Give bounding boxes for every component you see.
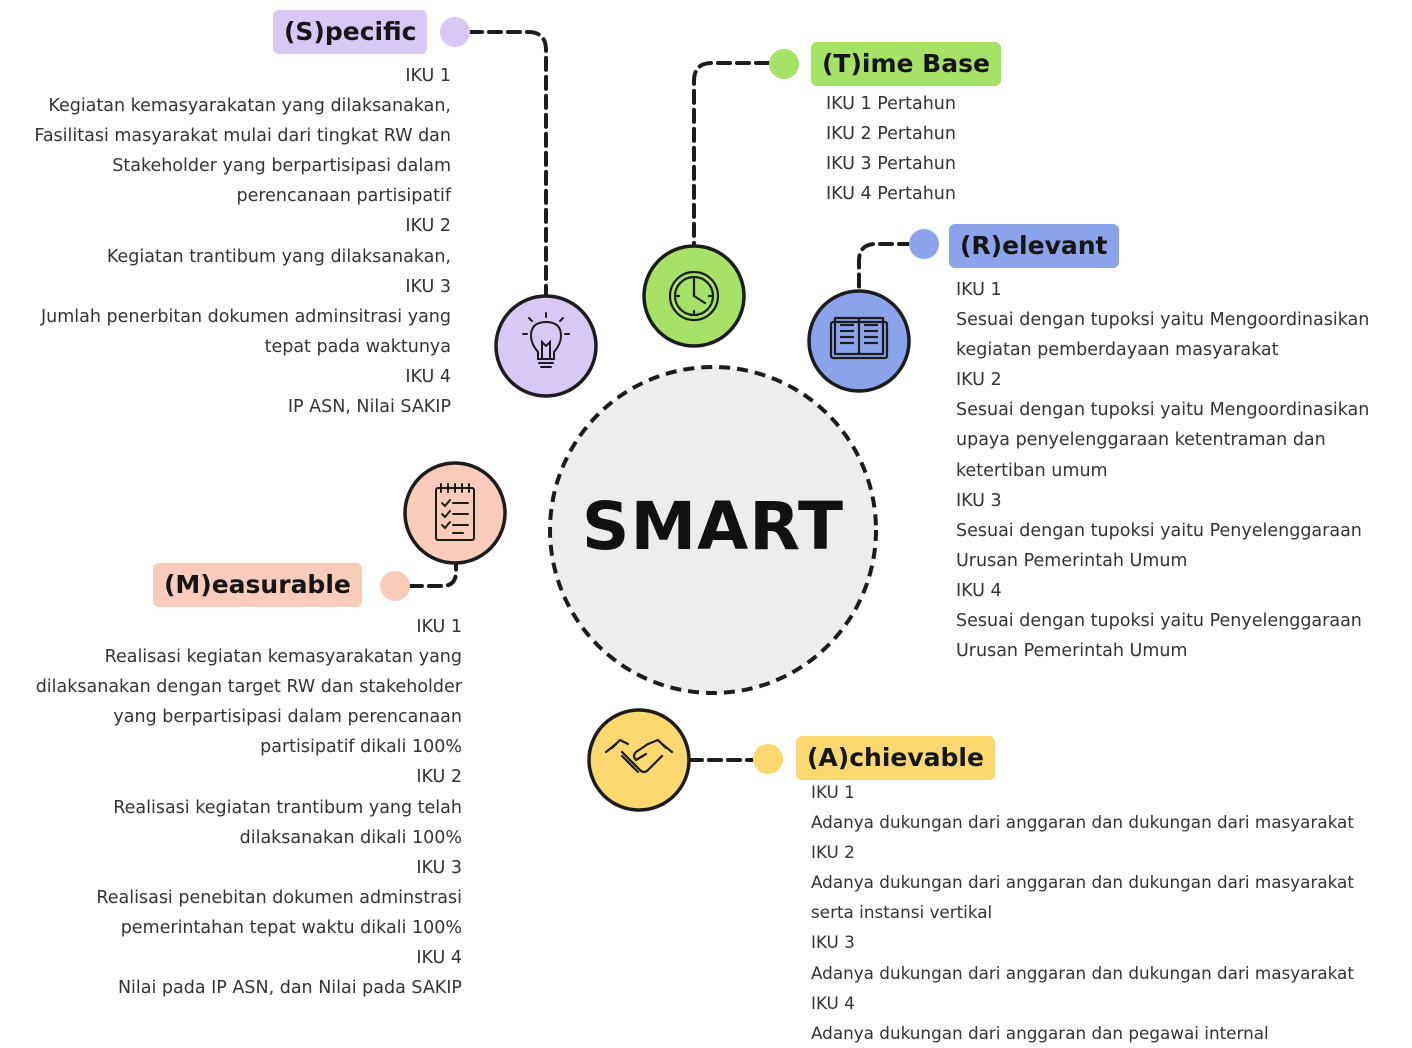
lightbulb-icon [522, 312, 570, 368]
relevant-line: IKU 2 [956, 370, 1002, 391]
dot-specific [440, 17, 470, 47]
achievable-line: IKU 4 [811, 992, 855, 1013]
relevant-line: upaya penyelenggaraan ketentraman dan [956, 430, 1326, 451]
time-line: IKU 4 Pertahun [826, 184, 956, 205]
measurable-text: IKU 1 Realisasi kegiatan kemasyarakatan … [36, 612, 462, 1003]
time-text: IKU 1 Pertahun IKU 2 Pertahun IKU 3 Pert… [826, 89, 956, 209]
specific-text: IKU 1 Kegiatan kemasyarakatan yang dilak… [34, 61, 451, 422]
achievable-line: IKU 3 [811, 932, 855, 953]
dot-achievable [753, 744, 783, 774]
specific-line: Jumlah penerbitan dokumen adminsitrasi y… [40, 306, 451, 327]
relevant-line: Sesuai dengan tupoksi yaitu Penyelenggar… [956, 520, 1362, 541]
specific-line: Kegiatan kemasyarakatan yang dilaksanaka… [48, 96, 451, 117]
checklist-icon [435, 483, 475, 541]
specific-line: IKU 4 [405, 366, 451, 387]
achievable-line: IKU 2 [811, 842, 855, 863]
specific-line: IKU 1 [405, 66, 451, 86]
measurable-line: Realisasi penebitan dokumen adminstrasi [96, 887, 462, 908]
specific-line: tepat pada waktunya [264, 336, 451, 357]
achievable-line: serta instansi vertikal [811, 902, 993, 923]
center-title: SMART [581, 488, 845, 565]
relevant-line: Urusan Pemerintah Umum [956, 641, 1188, 662]
relevant-line: ketertiban umum [956, 460, 1108, 481]
measurable-line: yang berpartisipasi dalam perencanaan [113, 707, 462, 728]
specific-line: Fasilitasi masyarakat mulai dari tingkat… [34, 126, 451, 147]
measurable-line: Nilai pada IP ASN, dan Nilai pada SAKIP [117, 978, 462, 999]
specific-line: Stakeholder yang berpartisipasi dalam [112, 156, 451, 177]
measurable-line: IKU 1 [416, 617, 462, 637]
measurable-line: dilaksanakan dengan target RW dan stakeh… [35, 677, 462, 698]
specific-line: IP ASN, Nilai SAKIP [287, 397, 451, 418]
measurable-line: Realisasi kegiatan trantibum yang telah [113, 797, 462, 818]
time-line: IKU 3 Pertahun [826, 154, 956, 175]
time-line: IKU 1 Pertahun [826, 94, 956, 114]
relevant-line: Urusan Pemerintah Umum [956, 550, 1188, 571]
achievable-text: IKU 1 Adanya dukungan dari anggaran dan … [811, 777, 1354, 1048]
connector-time [692, 61, 770, 247]
connector-relevant [857, 242, 913, 292]
relevant-line: Sesuai dengan tupoksi yaitu Penyelenggar… [956, 611, 1362, 632]
connector-specific [468, 30, 548, 298]
book-icon [829, 316, 889, 360]
specific-line: IKU 3 [405, 276, 451, 297]
relevant-line: IKU 4 [956, 580, 1002, 601]
relevant-line: IKU 3 [956, 490, 1002, 511]
measurable-line: IKU 3 [416, 857, 462, 878]
achievable-line: Adanya dukungan dari anggaran dan dukung… [811, 812, 1354, 833]
relevant-text: IKU 1 Sesuai dengan tupoksi yaitu Mengoo… [956, 275, 1369, 666]
measurable-line: IKU 4 [416, 948, 462, 969]
relevant-line: Sesuai dengan tupoksi yaitu Mengoordinas… [956, 310, 1370, 331]
time-line: IKU 2 Pertahun [826, 124, 956, 145]
label-relevant: (R)elevant [949, 224, 1119, 268]
specific-line: IKU 2 [405, 216, 451, 237]
specific-line: Kegiatan trantibum yang dilaksanakan, [106, 246, 451, 267]
achievable-line: Adanya dukungan dari anggaran dan dukung… [811, 962, 1354, 983]
achievable-line: Adanya dukungan dari anggaran dan dukung… [811, 872, 1354, 893]
dot-measurable [380, 571, 410, 601]
achievable-line: IKU 1 [811, 782, 855, 802]
label-achievable: (A)chievable [796, 736, 995, 780]
achievable-line: Adanya dukungan dari anggaran dan pegawa… [811, 1022, 1269, 1043]
specific-line: perencanaan partisipatif [236, 186, 451, 207]
measurable-line: dilaksanakan dikali 100% [239, 827, 462, 848]
label-time-base: (T)ime Base [811, 42, 1001, 86]
measurable-line: Realisasi kegiatan kemasyarakatan yang [104, 647, 462, 668]
relevant-line: kegiatan pemberdayaan masyarakat [956, 340, 1279, 361]
connector-measurable [408, 558, 458, 588]
relevant-line: IKU 1 [956, 280, 1002, 300]
handshake-icon [604, 738, 674, 774]
label-measurable: (M)easurable [153, 563, 362, 607]
dot-relevant [909, 229, 939, 259]
relevant-line: Sesuai dengan tupoksi yaitu Mengoordinas… [956, 400, 1370, 421]
label-specific: (S)pecific [273, 10, 428, 54]
measurable-line: partisipatif dikali 100% [260, 737, 462, 758]
measurable-line: IKU 2 [416, 767, 462, 788]
dot-time [769, 49, 799, 79]
clock-icon [668, 270, 720, 322]
center-circle [548, 365, 878, 695]
circle-achievable [587, 708, 691, 812]
measurable-line: pemerintahan tepat waktu dikali 100% [120, 917, 462, 938]
